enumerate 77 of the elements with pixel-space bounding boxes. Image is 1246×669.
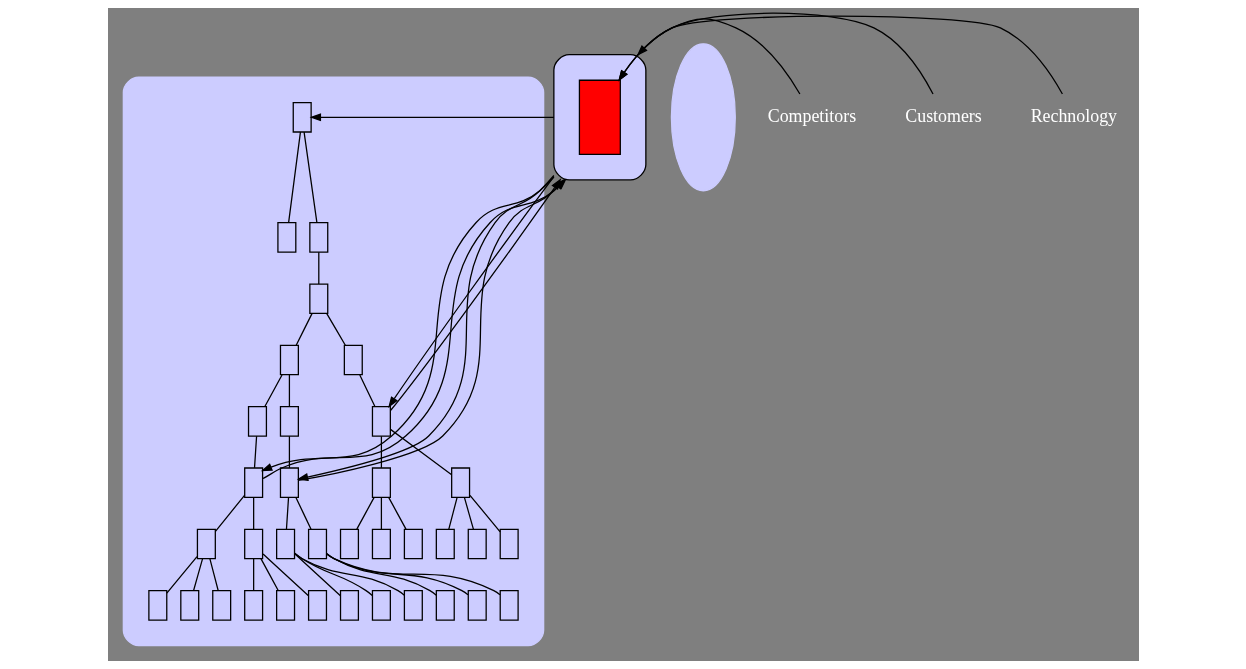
node-box <box>147 590 167 621</box>
node-box <box>435 590 455 621</box>
connector <box>287 131 301 224</box>
node-box <box>339 528 359 560</box>
cluster <box>552 54 646 181</box>
node-box <box>275 528 295 560</box>
connector <box>468 494 501 533</box>
node-box <box>179 590 199 621</box>
connector <box>447 496 458 530</box>
connector <box>288 435 290 469</box>
connector <box>259 558 279 592</box>
node-box <box>499 528 519 560</box>
node-box <box>247 406 267 437</box>
connector <box>302 131 317 224</box>
arrow <box>309 113 554 122</box>
connector <box>252 496 254 530</box>
node-box <box>307 528 327 560</box>
connector <box>294 496 312 530</box>
connector <box>252 558 254 592</box>
connector <box>285 496 289 530</box>
node-box <box>196 528 216 560</box>
connector <box>295 313 313 346</box>
node-box <box>279 467 299 498</box>
node-box <box>450 467 470 498</box>
node-box <box>279 344 299 376</box>
node-box <box>308 283 328 315</box>
node-box <box>279 406 299 437</box>
connector <box>387 496 407 530</box>
connector <box>253 435 257 469</box>
node-box <box>339 590 359 621</box>
node-box <box>292 101 312 133</box>
node-box <box>307 590 327 621</box>
node-box <box>243 467 263 498</box>
connector <box>325 553 469 596</box>
node-box <box>243 528 263 560</box>
connector <box>355 496 375 530</box>
connector <box>288 374 290 408</box>
connector <box>192 558 203 592</box>
connector <box>325 313 346 346</box>
node-box <box>343 344 363 376</box>
node-box <box>467 590 487 621</box>
connector <box>325 553 501 596</box>
node-box <box>371 467 391 498</box>
node-box <box>499 590 519 621</box>
connector <box>261 553 309 597</box>
node-box <box>403 590 423 621</box>
node-text: Competitors <box>767 106 856 127</box>
node-box <box>211 590 231 621</box>
node-box <box>275 590 295 621</box>
node-box <box>467 528 487 560</box>
node-box <box>435 528 455 560</box>
cluster <box>122 76 544 647</box>
connector <box>389 428 452 476</box>
node-box <box>578 79 621 155</box>
connector <box>325 552 437 596</box>
connector <box>380 435 382 469</box>
node-text: Customers <box>904 106 982 127</box>
node-box <box>243 590 263 621</box>
connector <box>358 374 376 408</box>
node-box <box>308 222 328 253</box>
connector <box>263 374 283 408</box>
node-box <box>371 590 391 621</box>
node-text: Rechnology <box>1030 106 1117 127</box>
arrow <box>617 12 934 95</box>
node-box <box>371 528 391 560</box>
connector <box>214 494 245 533</box>
connector <box>380 496 382 530</box>
connector <box>165 556 198 594</box>
connector <box>293 552 405 596</box>
node-ellipse <box>670 43 736 192</box>
connector <box>208 558 219 592</box>
node-box <box>403 528 423 560</box>
node-box <box>371 406 391 437</box>
connector <box>463 496 474 530</box>
arrow <box>617 15 1063 95</box>
connector <box>317 251 319 285</box>
node-box <box>276 222 296 253</box>
